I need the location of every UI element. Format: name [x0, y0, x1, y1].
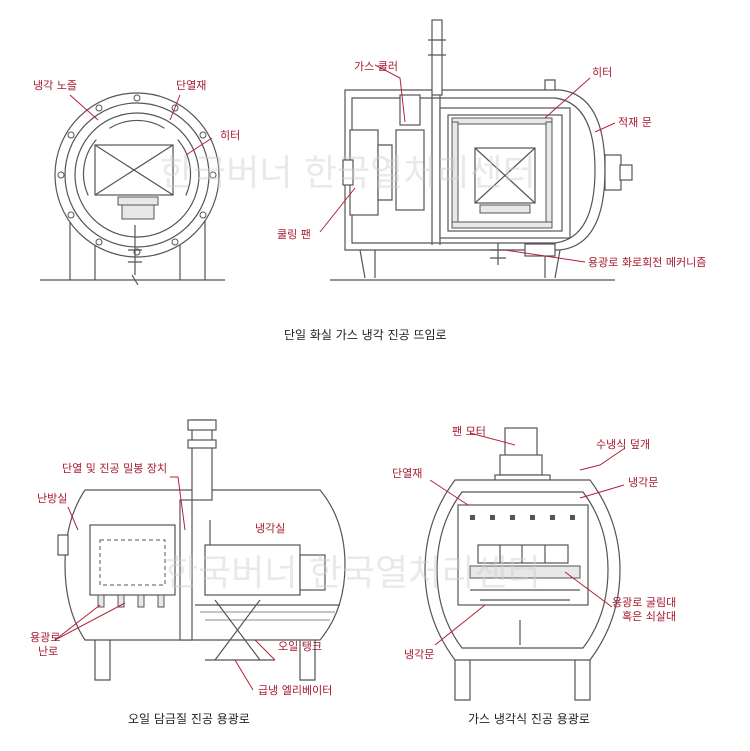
watermark-top: 한국버너 한국열처리센터 [160, 153, 536, 194]
label-cooling-door-top: 냉각문 [628, 476, 658, 489]
label-gas-cooler: 가스 쿨러 [354, 60, 398, 73]
single-chamber-front-view [40, 92, 225, 286]
oil-quench-furnace [57, 419, 346, 681]
hearth-posts [97, 594, 165, 608]
label-insulation-front: 단열재 [176, 79, 206, 92]
label-hearth-rotation: 용광로 화로회전 메커니즘 [588, 256, 706, 269]
caption-oil-quench: 오일 담금질 진공 용광로 [128, 712, 250, 726]
label-insulation-seal: 단열 및 진공 밀봉 장치 [62, 462, 167, 475]
caption-gas-cooling: 가스 냉각식 진공 용광로 [468, 712, 590, 726]
label-roller-bed: 용광로 굴림대 혹은 쇠살대 [612, 596, 680, 623]
insulation-segments [82, 119, 192, 196]
label-hearth: 용광로 난로 [30, 631, 64, 658]
leader-lines [54, 64, 626, 691]
label-cooling-chamber: 냉각실 [255, 522, 285, 535]
label-cooling-door-bottom: 냉각문 [404, 648, 434, 661]
label-water-cover: 수냉식 덮개 [596, 438, 650, 451]
label-quench-elevator: 급냉 엘리베이터 [258, 684, 332, 697]
label-hearth-line1: 용광로 [30, 631, 60, 644]
label-heater-front: 히터 [220, 128, 240, 142]
label-heater-side: 히터 [592, 65, 612, 79]
label-oil-tank: 오일 탱크 [278, 639, 322, 653]
watermark-bottom: 한국버너 한국열처리센터 [165, 553, 541, 594]
label-fan-motor: 팬 모터 [452, 425, 486, 438]
label-cooling-fan: 쿨링 팬 [277, 228, 311, 241]
label-hearth-line2: 난로 [38, 645, 58, 658]
label-heating-chamber: 난방실 [37, 492, 67, 505]
label-insulation-gas: 단열재 [392, 467, 422, 480]
label-roller-line1: 용광로 굴림대 [612, 596, 676, 609]
heater-bars [451, 117, 553, 229]
single-chamber-side-view [330, 19, 633, 281]
caption-single-chamber: 단일 화실 가스 냉각 진공 뜨임로 [284, 328, 447, 342]
label-roller-line2: 혹은 쇠살대 [622, 609, 676, 623]
gas-cooling-furnace [424, 427, 621, 701]
label-loading-door: 적재 문 [618, 116, 652, 129]
nozzle-row [470, 515, 575, 520]
label-cooling-nozzle: 냉각 노즐 [33, 79, 77, 92]
